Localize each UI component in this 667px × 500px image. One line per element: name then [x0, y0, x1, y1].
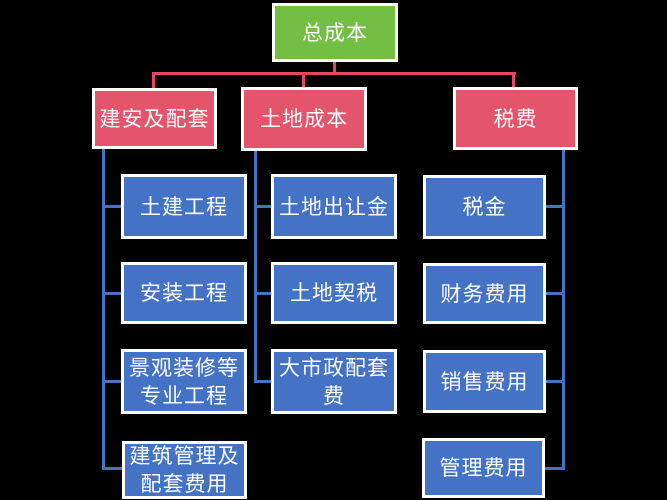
- node-land-cost: 土地成本: [241, 87, 367, 151]
- node-civil-engineering: 土建工程: [121, 174, 247, 239]
- connector-col1-stub-3: [102, 380, 121, 383]
- node-construction-and-supporting: 建安及配套: [92, 88, 217, 149]
- node-land-cost-label: 土地成本: [260, 107, 348, 131]
- node-construction-and-supporting-label: 建安及配套: [99, 106, 210, 131]
- node-financial-expenses: 财务费用: [423, 263, 546, 324]
- node-taxes: 税金: [423, 175, 546, 239]
- node-installation-engineering: 安装工程: [121, 262, 247, 324]
- node-installation-engineering-label: 安装工程: [140, 281, 228, 305]
- connector-col1-vertical: [102, 149, 105, 470]
- connector-level2-horizontal: [152, 72, 516, 75]
- node-sales-expenses-label: 销售费用: [440, 369, 529, 394]
- connector-branch3-drop: [512, 74, 515, 87]
- node-landscape-decoration-works-label: 景观装修等专业工程: [129, 355, 239, 408]
- connector-col2-stub-3: [254, 380, 271, 383]
- node-land-grant-fee-label: 土地出让金: [279, 194, 389, 219]
- connector-col3-stub-4: [545, 467, 565, 470]
- node-taxes-label: 税金: [462, 195, 507, 219]
- connector-col1-stub-1: [102, 205, 121, 208]
- connector-col1-stub-4: [102, 467, 122, 470]
- connector-root-drop: [333, 62, 336, 75]
- node-total-cost-label: 总成本: [302, 20, 368, 45]
- connector-col1-stub-2: [102, 292, 121, 295]
- node-total-cost: 总成本: [272, 3, 398, 62]
- connector-col3-stub-1: [546, 205, 565, 208]
- connector-col3-vertical: [562, 150, 565, 470]
- node-sales-expenses: 销售费用: [423, 350, 546, 413]
- node-land-deed-tax: 土地契税: [271, 262, 397, 324]
- connector-col2-vertical: [254, 151, 257, 383]
- node-landscape-decoration-works: 景观装修等专业工程: [121, 349, 247, 414]
- node-financial-expenses-label: 财务费用: [440, 281, 529, 306]
- node-taxes-fees-label: 税费: [493, 106, 538, 131]
- connector-branch1-drop: [152, 74, 155, 88]
- connector-col3-stub-2: [546, 292, 565, 295]
- node-construction-management-fees: 建筑管理及配套费用: [122, 441, 247, 499]
- connector-branch2-drop: [302, 74, 305, 87]
- node-management-expenses-label: 管理费用: [439, 456, 528, 480]
- node-municipal-supporting-fee-label: 大市政配套费: [279, 355, 389, 408]
- node-municipal-supporting-fee: 大市政配套费: [271, 349, 397, 414]
- node-taxes-fees: 税费: [453, 87, 578, 150]
- connector-col2-stub-1: [254, 205, 271, 208]
- connector-col3-stub-3: [546, 380, 565, 383]
- node-civil-engineering-label: 土建工程: [140, 194, 228, 219]
- node-construction-management-fees-label: 建筑管理及配套费用: [129, 444, 240, 496]
- node-management-expenses: 管理费用: [422, 438, 545, 498]
- node-land-deed-tax-label: 土地契税: [290, 281, 378, 305]
- node-land-grant-fee: 土地出让金: [271, 174, 397, 239]
- connector-col2-stub-2: [254, 292, 271, 295]
